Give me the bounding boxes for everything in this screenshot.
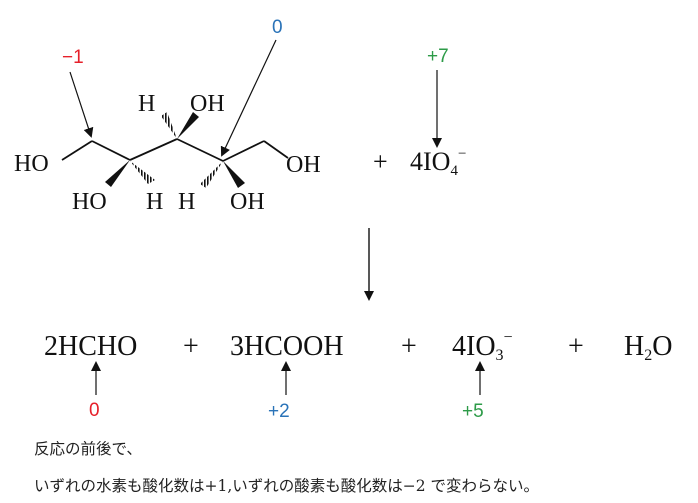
hash-bond-h-bottom: [200, 161, 223, 188]
hash-bond-h-top: [161, 112, 177, 139]
product-formaldehyde: 2HCHO: [44, 331, 137, 362]
ox-state-c1: −1: [62, 47, 84, 68]
ox-state-c-formaldehyde: 0: [89, 400, 100, 421]
product-formic-acid: 3HCOOH: [230, 331, 344, 362]
note-line-1: 反応の前後で、: [34, 440, 142, 458]
periodate-formula: 4IO4−: [410, 146, 466, 179]
plus-1: +: [183, 331, 199, 362]
label-ho-bottom: HO: [72, 189, 107, 215]
label-ho-left: HO: [14, 151, 49, 177]
plus-3: +: [568, 331, 584, 362]
label-oh-bottom: OH: [230, 189, 265, 215]
label-h-top: H: [138, 91, 155, 117]
note-line-2: いずれの水素も酸化数は+1,いずれの酸素も酸化数は−2 で変わらない。: [34, 477, 540, 495]
plus-2: +: [401, 331, 417, 362]
hash-bond-h: [130, 161, 155, 184]
stereo-bonds: [105, 112, 245, 188]
product-water: H2O: [624, 331, 672, 364]
carbon-chain: [61, 138, 289, 162]
label-h-bottom1: H: [146, 189, 163, 215]
ox-state-c3: 0: [272, 17, 283, 38]
arrow-c3: [220, 39, 277, 157]
wedge-bond-ho: [105, 160, 130, 187]
ox-state-c-formic: +2: [268, 401, 290, 422]
label-h-bottom2: H: [178, 189, 195, 215]
plus-reagent: +: [373, 147, 388, 176]
ox-state-i-iodate: +5: [462, 401, 484, 422]
arrow-c1: [69, 71, 94, 138]
wedge-bond-oh-bottom: [223, 161, 245, 188]
label-oh-top: OH: [190, 91, 225, 117]
label-oh-right: OH: [286, 152, 321, 178]
wedge-bond-oh-top: [177, 112, 199, 139]
product-iodate: 4IO3−: [452, 329, 513, 364]
ox-state-i-periodate: +7: [427, 46, 449, 67]
